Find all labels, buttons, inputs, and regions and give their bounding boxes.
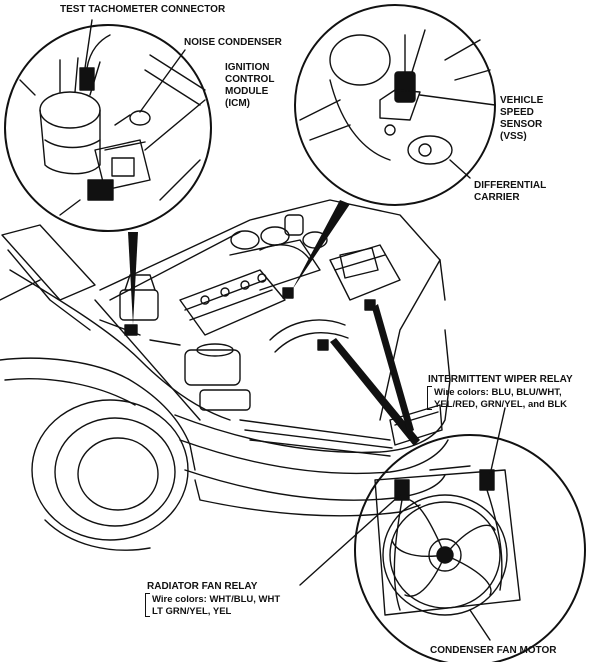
car-body-outline [0,199,451,517]
differential-carrier-label-line: CARRIER [474,192,520,203]
vss-label-line: (VSS) [500,131,527,142]
radiator-fan-relay-wire-line: Wire colors: WHT/BLU, WHT [152,594,281,605]
icm-label: IGNITION CONTROL MODULE (ICM) [225,62,274,110]
icm-label-line: (ICM) [225,98,250,109]
vss-label-line: SPEED [500,107,534,118]
noise-condenser-label: NOISE CONDENSER [184,37,282,48]
icm-label-line: CONTROL [225,74,275,85]
icm-label-line: MODULE [225,86,269,97]
detail-circle-fan [299,407,586,662]
differential-carrier-label: DIFFERENTIAL CARRIER [474,180,546,204]
wiper-relay-wires: Wire colors: BLU, BLU/WHT, YEL/RED, GRN/… [434,387,567,410]
detail-circle-vss [294,4,496,206]
wiper-relay-title: INTERMITTENT WIPER RELAY [428,374,573,385]
radiator-fan-relay-bracket [145,593,150,617]
vss-label: VEHICLE SPEED SENSOR (VSS) [500,95,543,143]
radiator-fan-relay-wire-line: LT GRN/YEL, YEL [152,605,232,617]
wiper-relay-wire-line: YEL/RED, GRN/YEL, and BLK [434,398,568,410]
wiper-relay-wire-line: Wire colors: BLU, BLU/WHT, [434,387,562,398]
vss-label-line: VEHICLE [500,95,544,106]
detail-circle-ignition [4,19,212,232]
radiator-fan-relay-wires: Wire colors: WHT/BLU, WHT LT GRN/YEL, YE… [152,594,280,617]
callout-beams [128,200,420,446]
wiper-relay-bracket [427,386,432,410]
condenser-fan-motor-label: CONDENSER FAN MOTOR [430,645,557,656]
test-tachometer-connector-label: TEST TACHOMETER CONNECTOR [60,4,226,15]
differential-carrier-label-line: DIFFERENTIAL [474,180,547,191]
icm-label-line: IGNITION [225,62,270,73]
front-wheel [31,399,189,551]
engine-bay [99,214,401,411]
radiator-fan-relay-title: RADIATOR FAN RELAY [147,581,258,592]
vss-label-line: SENSOR [500,119,543,130]
